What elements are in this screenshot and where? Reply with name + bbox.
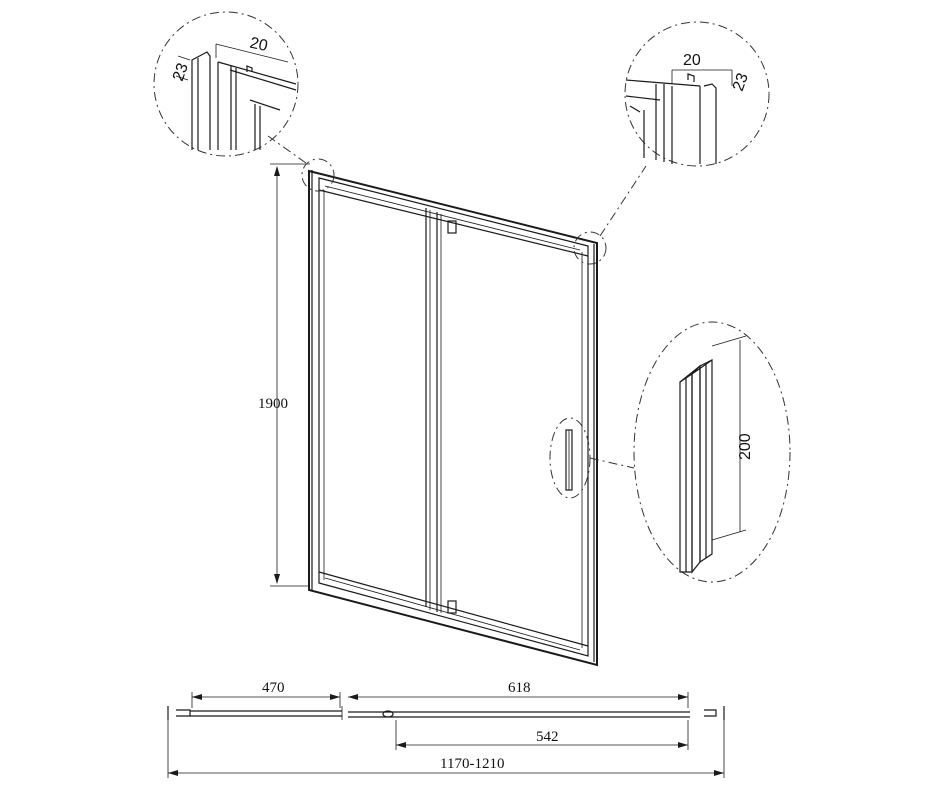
height-label: 1900 [258, 396, 288, 412]
detail-handle [633, 321, 791, 583]
fixed-panel [425, 208, 431, 610]
callout-top-right [573, 231, 607, 265]
detail-top-right [624, 21, 770, 167]
door-frame [308, 169, 598, 667]
total-width-label: 1170-1210 [440, 756, 504, 772]
detail-top-left-depth: 23 [170, 61, 192, 84]
top-hinge [447, 220, 457, 234]
door-panel-width-label: 618 [508, 680, 531, 696]
door-panel [436, 212, 573, 614]
plan-view [167, 692, 725, 778]
detail-top-left-width: 20 [248, 35, 269, 55]
detail-top-right-width: 20 [683, 52, 701, 69]
detail-top-left [153, 11, 299, 157]
height-dimension [270, 163, 310, 587]
fixed-panel-width-label: 470 [262, 680, 285, 696]
detail-top-right-depth: 23 [730, 71, 752, 94]
door-opening-width-label: 542 [536, 729, 559, 745]
bottom-hinge [447, 600, 457, 614]
detail-handle-height: 200 [737, 433, 754, 460]
callout-top-left [301, 158, 335, 192]
